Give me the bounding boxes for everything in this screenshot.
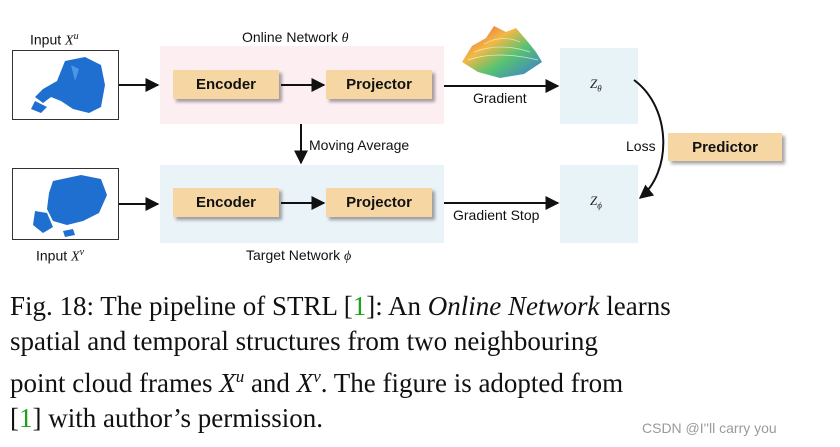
z-theta-label: Zθ bbox=[590, 76, 602, 94]
point-cloud-u-icon bbox=[31, 57, 105, 113]
citation-link-2[interactable]: 1 bbox=[19, 403, 33, 433]
target-network-title: Target Network ϕ bbox=[246, 247, 352, 264]
caption-line-3: point cloud frames Xu and Xv. The figure… bbox=[10, 367, 624, 398]
online-network-title: Online Network θ bbox=[242, 29, 349, 46]
target-encoder-block: Encoder bbox=[173, 188, 279, 217]
citation-link[interactable]: 1 bbox=[352, 291, 367, 321]
gradient-stop-label: Gradient Stop bbox=[453, 207, 540, 223]
online-projector-block: Projector bbox=[326, 70, 432, 99]
input-u-label: Input Xu bbox=[30, 31, 79, 49]
loss-label: Loss bbox=[626, 138, 656, 154]
point-cloud-frame-u bbox=[12, 50, 119, 120]
arrow-loss-curve bbox=[633, 79, 665, 199]
z-phi-label: Zϕ bbox=[590, 193, 602, 211]
figure-caption: Fig. 18: The pipeline of STRL [1]: An On… bbox=[10, 289, 671, 436]
caption-line-1: Fig. 18: The pipeline of STRL [1]: An On… bbox=[10, 291, 671, 321]
loss-surface-icon bbox=[462, 26, 542, 78]
predictor-block: Predictor bbox=[668, 133, 782, 161]
gradient-label: Gradient bbox=[473, 90, 527, 106]
z-phi-box bbox=[560, 165, 638, 243]
z-theta-box bbox=[560, 48, 638, 124]
point-cloud-v-icon bbox=[33, 175, 107, 237]
point-cloud-frame-v bbox=[12, 168, 119, 240]
caption-line-2: spatial and temporal structures from two… bbox=[10, 326, 598, 356]
online-encoder-block: Encoder bbox=[173, 70, 279, 99]
input-v-label: Input Xv bbox=[36, 247, 85, 265]
caption-line-4: [1] with author’s permission. bbox=[10, 403, 323, 433]
watermark: CSDN @I''ll carry you bbox=[642, 420, 777, 436]
target-projector-block: Projector bbox=[326, 188, 432, 217]
moving-average-label: Moving Average bbox=[309, 137, 410, 153]
